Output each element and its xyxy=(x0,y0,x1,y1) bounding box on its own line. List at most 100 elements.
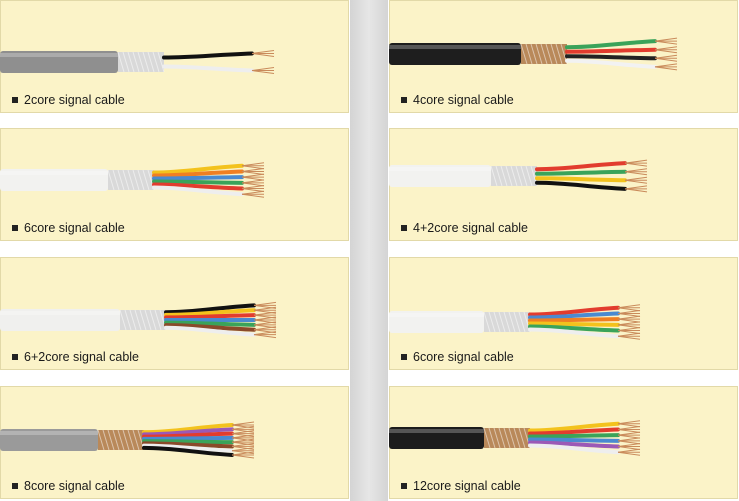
jacket-highlight xyxy=(0,171,108,175)
jacket-highlight xyxy=(0,311,120,315)
wire-core xyxy=(528,433,620,439)
wire-core xyxy=(142,441,234,449)
copper-strand xyxy=(241,167,265,172)
cable-panel-4: 4+2core signal cable xyxy=(389,128,738,241)
center-divider xyxy=(350,0,388,501)
wire-core xyxy=(528,443,620,455)
copper-strand xyxy=(231,433,255,438)
jacket-highlight xyxy=(389,167,491,171)
shield-weave xyxy=(498,427,506,449)
shield-weave xyxy=(137,169,145,191)
wire-core xyxy=(528,327,620,339)
shield-weave xyxy=(112,429,120,451)
cable-panel-3: 6core signal cable xyxy=(0,128,349,241)
copper-strand xyxy=(617,423,641,428)
copper-strand xyxy=(231,434,255,439)
copper-strand xyxy=(654,57,678,62)
copper-strand xyxy=(231,424,255,429)
wire-core xyxy=(142,427,234,437)
cable-label-1: 2core signal cable xyxy=(24,93,125,107)
copper-strand xyxy=(241,176,265,181)
wire-core xyxy=(535,169,627,176)
wire-core xyxy=(528,311,620,320)
wire-core xyxy=(565,58,657,69)
shield-weave xyxy=(97,429,105,451)
bullet-icon xyxy=(12,483,18,489)
wire-core xyxy=(142,431,234,439)
cable-photo-8 xyxy=(389,420,641,456)
cable-panel-2: 4core signal cable xyxy=(389,0,738,113)
shield-weave xyxy=(545,43,553,65)
wire-core xyxy=(152,175,244,181)
wire-core xyxy=(142,439,234,445)
shield-weave xyxy=(149,309,157,331)
shield-weave xyxy=(488,311,496,333)
shield-weave xyxy=(525,43,533,65)
shield-weave xyxy=(154,309,162,331)
wire-core xyxy=(528,324,620,333)
cable-label-8: 12core signal cable xyxy=(413,479,521,493)
shield-weave xyxy=(500,165,508,187)
cable-jacket xyxy=(389,311,484,333)
cable-photo-1 xyxy=(0,49,275,75)
cable-jacket xyxy=(389,165,491,187)
shield-weave xyxy=(127,429,135,451)
shield-weave xyxy=(134,309,142,331)
copper-strand xyxy=(617,335,641,340)
wire-core xyxy=(152,185,244,197)
copper-strand xyxy=(231,451,255,456)
wire-core xyxy=(162,51,254,60)
wire-core xyxy=(164,313,256,320)
copper-strand xyxy=(253,331,277,336)
shield-weave xyxy=(139,309,147,331)
shield-weave xyxy=(535,43,543,65)
shield-weave xyxy=(132,429,140,451)
copper-strand xyxy=(624,185,648,190)
shield-weave xyxy=(117,429,125,451)
copper-strand xyxy=(654,49,678,54)
bullet-icon xyxy=(12,225,18,231)
copper-strand xyxy=(251,70,275,75)
shield-weave xyxy=(119,309,127,331)
cable-photo-5 xyxy=(0,301,277,339)
cable-caption-4: 4+2core signal cable xyxy=(401,221,528,235)
copper-strand xyxy=(617,446,641,451)
copper-strand xyxy=(253,326,277,331)
shield-weave xyxy=(503,311,511,333)
copper-strand xyxy=(241,193,265,198)
shield-weave xyxy=(122,51,130,73)
wire-core xyxy=(528,440,620,449)
jacket-highlight xyxy=(0,431,98,435)
wire-core xyxy=(152,182,244,191)
copper-strand xyxy=(241,165,265,170)
cable-caption-2: 4core signal cable xyxy=(401,93,514,107)
jacket-highlight xyxy=(0,53,118,57)
copper-strand xyxy=(624,188,648,193)
shield-weave xyxy=(520,43,528,65)
shield-weave xyxy=(520,165,528,187)
wire-core xyxy=(162,64,254,73)
cable-caption-6: 6core signal cable xyxy=(401,350,514,364)
wire-core xyxy=(565,54,657,61)
wire-core xyxy=(164,323,256,332)
shield-weave xyxy=(498,311,506,333)
shield-weave xyxy=(122,169,130,191)
shield-weave xyxy=(107,429,115,451)
shield-weave xyxy=(483,427,491,449)
cable-jacket xyxy=(389,427,484,449)
copper-strand xyxy=(617,434,641,439)
jacket-highlight xyxy=(389,45,521,49)
copper-strand xyxy=(617,307,641,312)
shield-weave xyxy=(505,165,513,187)
shield-weave xyxy=(483,311,491,333)
bullet-icon xyxy=(401,354,407,360)
copper-strand xyxy=(231,445,255,450)
cable-label-5: 6+2core signal cable xyxy=(24,350,140,364)
cable-panel-5: 6+2core signal cable xyxy=(0,257,349,370)
wire-core xyxy=(142,445,234,457)
copper-strand xyxy=(231,430,255,435)
shield-weave xyxy=(132,51,140,73)
cable-jacket xyxy=(389,43,521,65)
cable-label-3: 6core signal cable xyxy=(24,221,125,235)
copper-strand xyxy=(617,440,641,445)
